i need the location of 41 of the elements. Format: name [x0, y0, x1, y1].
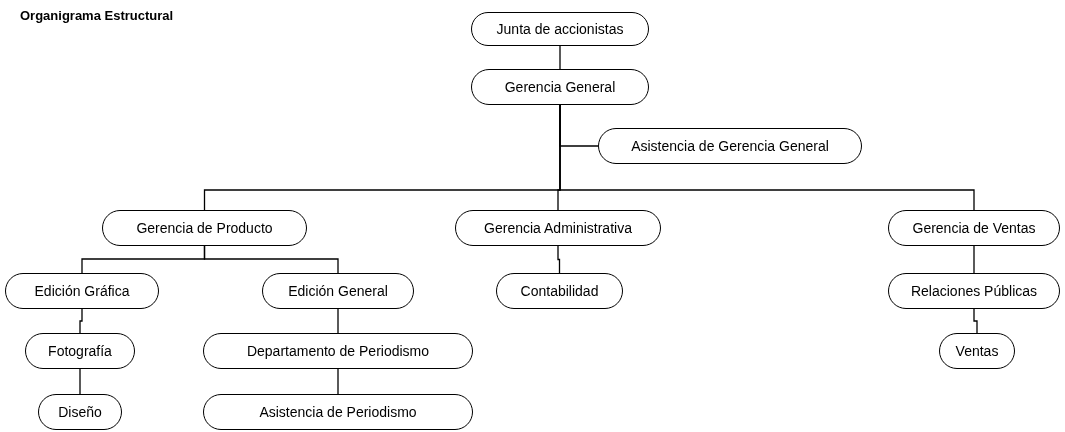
org-unit-box — [471, 12, 649, 46]
unit-label: Departamento de Periodismo — [246, 341, 430, 361]
unit-label: Contabilidad — [520, 281, 599, 301]
unit-label: Edición General — [288, 281, 388, 301]
org-unit-box — [262, 273, 414, 309]
chart-title: Organigrama Estructural — [20, 7, 174, 25]
unit-label: Gerencia de Producto — [136, 218, 273, 238]
org-unit-box — [471, 69, 649, 105]
unit-label: Asistencia de Gerencia General — [631, 136, 829, 156]
unit-label: Asistencia de Periodismo — [259, 402, 417, 422]
unit-label: Ventas — [955, 341, 999, 361]
unit-label: Relaciones Públicas — [910, 281, 1038, 301]
connector-line — [973, 308, 978, 334]
unit-label: Junta de accionistas — [496, 19, 624, 39]
connector-line — [557, 245, 561, 274]
unit-label: Edición Gráfica — [34, 281, 130, 301]
unit-label: Gerencia General — [504, 77, 616, 97]
org-unit-box — [203, 333, 473, 369]
org-unit-box — [888, 210, 1060, 246]
org-unit-box — [455, 210, 661, 246]
connector-line — [203, 245, 339, 274]
org-unit-box — [888, 273, 1060, 309]
connector-line — [973, 245, 975, 274]
unit-label: Gerencia Administrativa — [484, 218, 632, 238]
connector-line — [79, 368, 81, 395]
connector-line — [79, 308, 83, 334]
org-unit-box — [496, 273, 623, 309]
org-unit-box — [598, 128, 862, 164]
connector-line — [559, 104, 975, 211]
org-unit-box — [939, 333, 1015, 369]
org-unit-box — [25, 333, 135, 369]
connector-line — [559, 45, 561, 70]
unit-label: Fotografía — [48, 341, 112, 361]
org-unit-box — [38, 394, 122, 430]
connector-line — [337, 308, 339, 334]
unit-label: Diseño — [58, 402, 102, 422]
org-unit-box — [102, 210, 307, 246]
unit-label: Gerencia de Ventas — [912, 218, 1036, 238]
connector-line — [337, 368, 339, 395]
org-unit-box — [5, 273, 159, 309]
org-unit-box — [203, 394, 473, 430]
